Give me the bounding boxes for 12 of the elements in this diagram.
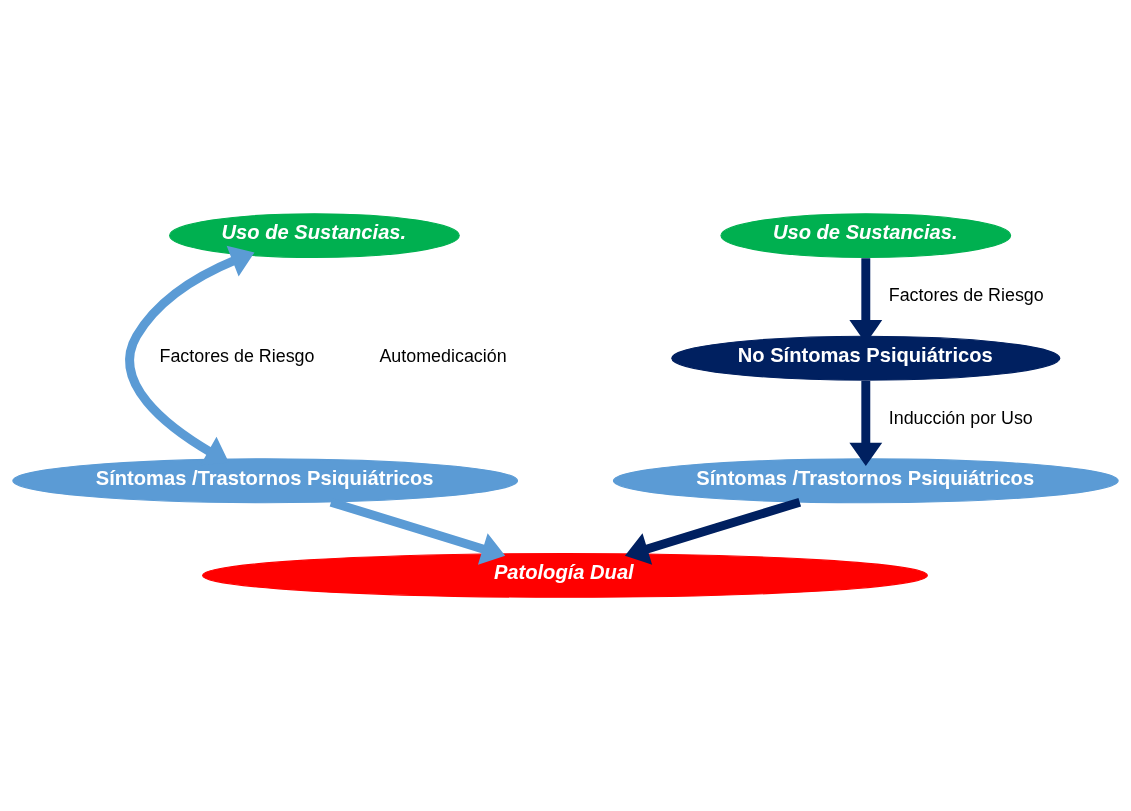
node-ellipse: Uso de Sustancias. xyxy=(720,213,1012,259)
arrow xyxy=(624,497,802,565)
node-ellipse: Síntomas /Trastornos Psiquiátricos xyxy=(612,458,1119,504)
node-ellipse: Patología Dual xyxy=(202,552,928,598)
arrow xyxy=(849,380,883,467)
node-ellipse: Uso de Sustancias. xyxy=(169,213,460,259)
edge-label: Factores de Riesgo xyxy=(159,346,315,367)
edge-label: Factores de Riesgo xyxy=(888,285,1044,306)
label: Automedicación xyxy=(379,346,507,367)
edge-label: Inducción por Uso xyxy=(888,407,1033,428)
node-ellipse: Síntomas /Trastornos Psiquiátricos xyxy=(12,458,519,504)
node-ellipse: No Síntomas Psiquiátricos xyxy=(671,335,1061,381)
